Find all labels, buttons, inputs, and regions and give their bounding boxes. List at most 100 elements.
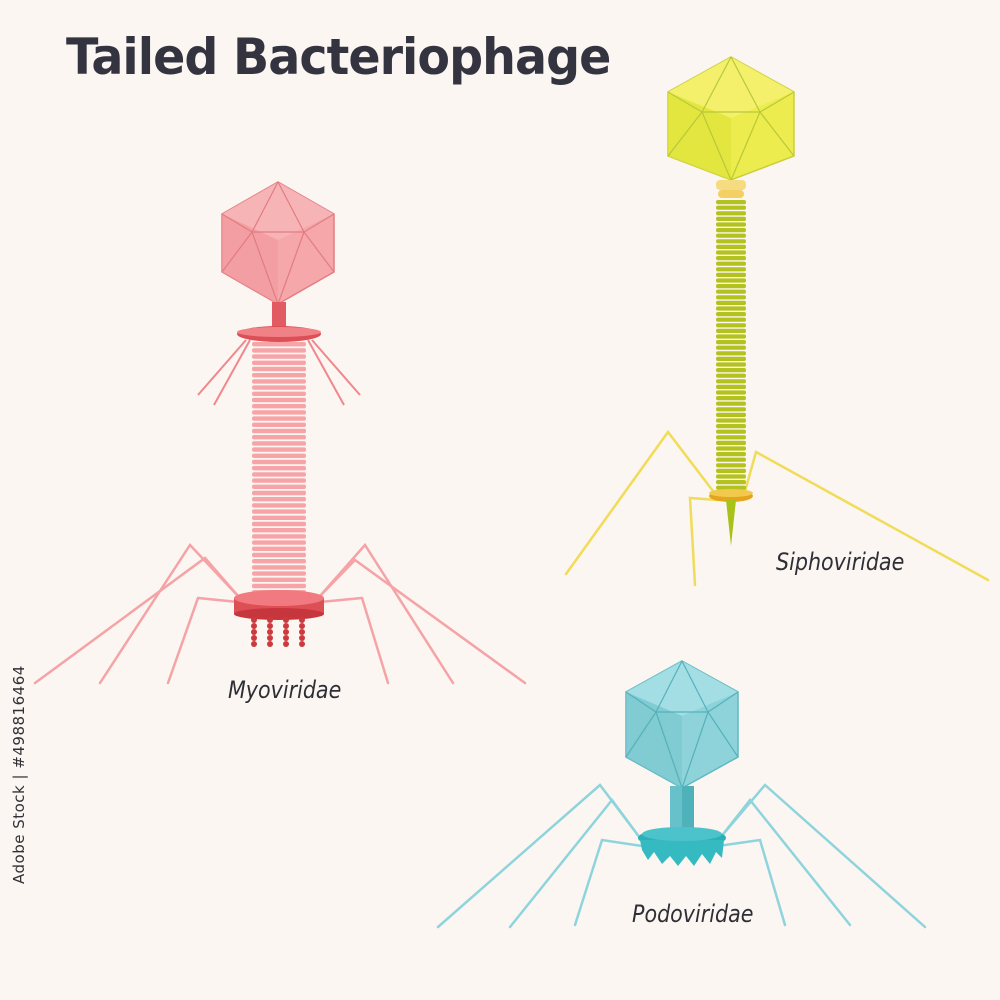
tail-ring [716, 216, 746, 221]
sheath-ring [252, 379, 306, 384]
tail-ring [716, 317, 746, 322]
tail-ring [716, 340, 746, 345]
sheath-ring [252, 503, 306, 508]
baseplate-spike-bead [251, 635, 257, 641]
siphoviridae-label: Siphoviridae [776, 548, 905, 576]
sheath-ring [252, 546, 306, 551]
tail-ring [716, 312, 746, 317]
sheath-ring [252, 509, 306, 514]
tail-ring [716, 284, 746, 289]
tail-ring [716, 446, 746, 451]
siphoviridae-phage [564, 56, 990, 587]
baseplate-spike-bead [251, 623, 257, 629]
page-title: Tailed Bacteriophage [66, 28, 611, 86]
tail-ring [716, 401, 746, 406]
tail-ring [716, 345, 746, 350]
sheath-ring [252, 565, 306, 570]
tail-ring [716, 239, 746, 244]
sheath-ring [252, 342, 306, 347]
sheath-ring [252, 404, 306, 409]
tail-ring [716, 222, 746, 227]
sheath-ring [252, 416, 306, 421]
sheath-ring [252, 534, 306, 539]
sheath-ring [252, 373, 306, 378]
baseplate-spike-bead [283, 623, 289, 629]
baseplate-spike-bead [299, 629, 305, 635]
sheath-ring [252, 521, 306, 527]
tail-ring [716, 440, 746, 445]
tail-ring [716, 485, 746, 490]
tail-ring [716, 250, 746, 255]
baseplate-spike-bead [267, 629, 273, 635]
tail-ring [716, 233, 746, 238]
sheath-ring [252, 453, 306, 458]
tail-ring [716, 362, 746, 367]
siphoviridae-collar [716, 180, 746, 198]
sheath-ring [252, 571, 306, 576]
tail-ring [716, 334, 746, 339]
tail-ring [716, 418, 746, 423]
tail-ring [716, 228, 746, 233]
tail-ring [716, 306, 746, 311]
tail-ring [716, 328, 746, 333]
sheath-ring [252, 366, 306, 372]
tail-ring [716, 407, 746, 412]
myoviridae-tail-fibers [33, 542, 527, 685]
sheath-ring [252, 428, 306, 434]
tail-ring [716, 435, 746, 440]
myoviridae-tail-sheath [252, 342, 306, 595]
sheath-ring [252, 397, 306, 403]
sheath-ring [252, 497, 306, 502]
sheath-ring [252, 478, 306, 483]
baseplate-spike-bead [267, 635, 273, 641]
baseplate-spike-bead [299, 617, 305, 623]
tail-ring [716, 272, 746, 277]
siphoviridae-baseplate [709, 489, 753, 502]
baseplate-spike-bead [267, 623, 273, 629]
stock-id-text: Adobe Stock | #498816464 [10, 665, 28, 884]
sheath-ring [252, 410, 306, 415]
baseplate-spike-bead [267, 641, 273, 647]
sheath-ring [252, 552, 306, 558]
baseplate-spike-bead [283, 617, 289, 623]
baseplate-spike-bead [267, 617, 273, 623]
sheath-ring [252, 528, 306, 533]
baseplate-spike-bead [299, 623, 305, 629]
sheath-ring [252, 577, 306, 582]
sheath-ring [252, 422, 306, 427]
tail-ring [716, 295, 746, 300]
sheath-ring [252, 459, 306, 465]
tail-ring [716, 429, 746, 434]
sheath-ring [252, 515, 306, 520]
tail-ring [716, 200, 746, 205]
tail-ring [716, 452, 746, 457]
tail-ring [716, 384, 746, 389]
siphoviridae-capsid [667, 56, 795, 181]
tail-ring [716, 205, 746, 210]
tail-ring [716, 412, 746, 417]
sheath-ring [252, 490, 306, 496]
tail-ring [716, 379, 746, 384]
sheath-ring [252, 435, 306, 440]
sheath-ring [252, 385, 306, 390]
tail-ring [716, 463, 746, 468]
myoviridae-spikes [251, 617, 305, 647]
tail-ring [716, 244, 746, 249]
tail-ring [716, 474, 746, 479]
tail-ring [716, 468, 746, 473]
podoviridae-tail-fibers [436, 783, 927, 929]
myoviridae-baseplate [234, 590, 324, 620]
sheath-ring [252, 360, 306, 365]
sheath-ring [252, 441, 306, 446]
baseplate-spike-bead [283, 635, 289, 641]
siphoviridae-tail-spike [726, 500, 736, 546]
podoviridae-tail [670, 786, 694, 840]
myoviridae-phage [33, 181, 527, 685]
siphoviridae-tail [716, 200, 746, 490]
tail-ring [716, 356, 746, 361]
sheath-ring [252, 484, 306, 489]
tail-ring [716, 323, 746, 328]
tail-ring [716, 351, 746, 356]
sheath-ring [252, 583, 306, 589]
myoviridae-label: Myoviridae [228, 676, 342, 704]
